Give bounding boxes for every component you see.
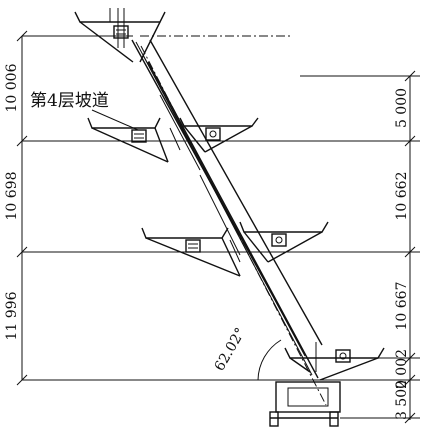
top-platform bbox=[74, 8, 166, 63]
dim-right-2: 10 662 bbox=[394, 172, 410, 221]
dim-right-4: 2 002 bbox=[394, 349, 410, 389]
dim-right-3: 10 667 bbox=[394, 282, 410, 331]
angle-arc bbox=[257, 339, 282, 381]
dim-right-5: 3 500 bbox=[394, 380, 410, 420]
right-dimension-line bbox=[404, 70, 416, 424]
bottom-platform bbox=[269, 342, 385, 427]
level-4-platforms bbox=[87, 117, 259, 163]
dim-left-2: 10 698 bbox=[4, 172, 20, 221]
dim-right-1: 5 000 bbox=[394, 88, 410, 128]
angle-label: 62.02° bbox=[212, 325, 249, 374]
inclined-shaft bbox=[131, 39, 327, 406]
ramp-label: 第4层坡道 bbox=[30, 91, 109, 111]
level-3-platforms bbox=[141, 221, 329, 277]
ramp-label-leader bbox=[91, 109, 139, 131]
level-lines bbox=[22, 35, 420, 419]
dim-left-1: 10 006 bbox=[4, 63, 20, 112]
dim-left-3: 11 996 bbox=[4, 291, 20, 340]
left-dimension-line bbox=[16, 30, 28, 386]
